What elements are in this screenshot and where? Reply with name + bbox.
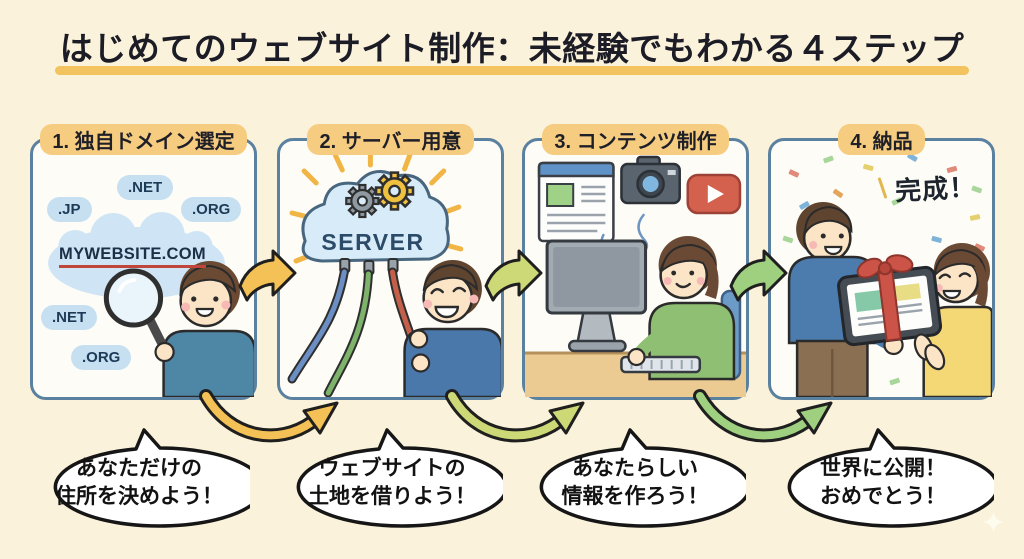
camera-icon <box>620 155 681 205</box>
bubble-shape <box>787 428 994 528</box>
typing-hand <box>627 347 646 367</box>
step2-heading: 2. サーバー用意 <box>270 124 511 155</box>
domain-cloud-icon <box>48 212 225 299</box>
complete-label: 完成！ <box>894 171 977 207</box>
gear-icon <box>345 183 380 219</box>
arc-arrow-3 <box>693 389 833 443</box>
arc-arrow-1 <box>199 389 339 443</box>
panel4-illustration <box>782 153 992 397</box>
speech-bubble-step3: あなたらしい 情報を作ろう！ <box>524 428 746 530</box>
person-plugging <box>403 260 501 397</box>
panel1-illustration <box>48 212 254 397</box>
clapping-hands <box>913 333 946 371</box>
speech-bubble-step4: 世界に公開！ おめでとう！ <box>772 428 994 530</box>
cables <box>287 258 427 397</box>
speech-bubble-step2: ウェブサイトの 土地を借りよう！ <box>281 428 503 530</box>
panel-content-creation: 3. コンテンツ制作 <box>522 124 749 400</box>
domain-tag-org-bottom: .ORG <box>71 345 132 370</box>
arrow-step2-to-step3 <box>484 249 543 302</box>
domain-tag-net-bottom: .NET <box>41 305 98 330</box>
webpage-icon <box>537 161 615 243</box>
bubble-shape <box>53 428 250 528</box>
bubble-text: 世界に公開！ おめでとう！ <box>820 457 946 508</box>
step4-heading: 4. 納品 <box>761 124 1002 155</box>
title-underline <box>55 66 969 75</box>
arrow-step3-to-step4 <box>729 249 788 302</box>
tablet-gift-icon <box>837 254 943 347</box>
domain-tag-org-top: .ORG <box>181 197 242 222</box>
page-title: はじめてのウェブサイト制作：未経験でもわかる４ステップ <box>59 30 965 67</box>
person-typing <box>648 236 736 381</box>
server-label: SERVER <box>321 229 425 255</box>
panel3-illustration <box>525 155 746 397</box>
person-searching <box>160 261 254 397</box>
domain-tag-net-top: .NET <box>117 175 174 200</box>
magnifier-icon <box>103 268 175 363</box>
play-button-icon <box>686 173 742 215</box>
bubble-text: ウェブサイトの 土地を借りよう！ <box>308 457 476 508</box>
panel-delivery: 4. 納品 <box>768 124 995 400</box>
bubble-text: あなただけの 住所を決めよう！ <box>55 457 223 508</box>
step3-heading: 3. コンテンツ制作 <box>515 124 756 155</box>
panel2-illustration <box>287 146 501 397</box>
monitor-icon <box>545 239 648 353</box>
arc-arrow-2 <box>445 389 585 443</box>
step1-heading: 1. 独自ドメイン選定 <box>23 124 264 155</box>
speech-bubble-step1: あなただけの 住所を決めよう！ <box>28 428 250 530</box>
bubble-shape <box>296 428 503 528</box>
arrow-step1-to-step2 <box>238 249 297 302</box>
person-receiving <box>922 243 992 397</box>
bubble-shape <box>539 428 746 528</box>
main-domain-label: MYWEBSITE.COM <box>41 245 224 268</box>
panel-domain-selection: 1. 独自ドメイン選定 <box>30 124 257 400</box>
gear-icon <box>374 171 415 211</box>
bubble-text: あなたらしい 情報を作ろう！ <box>561 457 709 508</box>
domain-tag-jp: .JP <box>47 197 92 222</box>
panel-server-setup: 2. サーバー用意 <box>277 124 504 400</box>
sparkle-icon: ✦ <box>980 507 1006 540</box>
